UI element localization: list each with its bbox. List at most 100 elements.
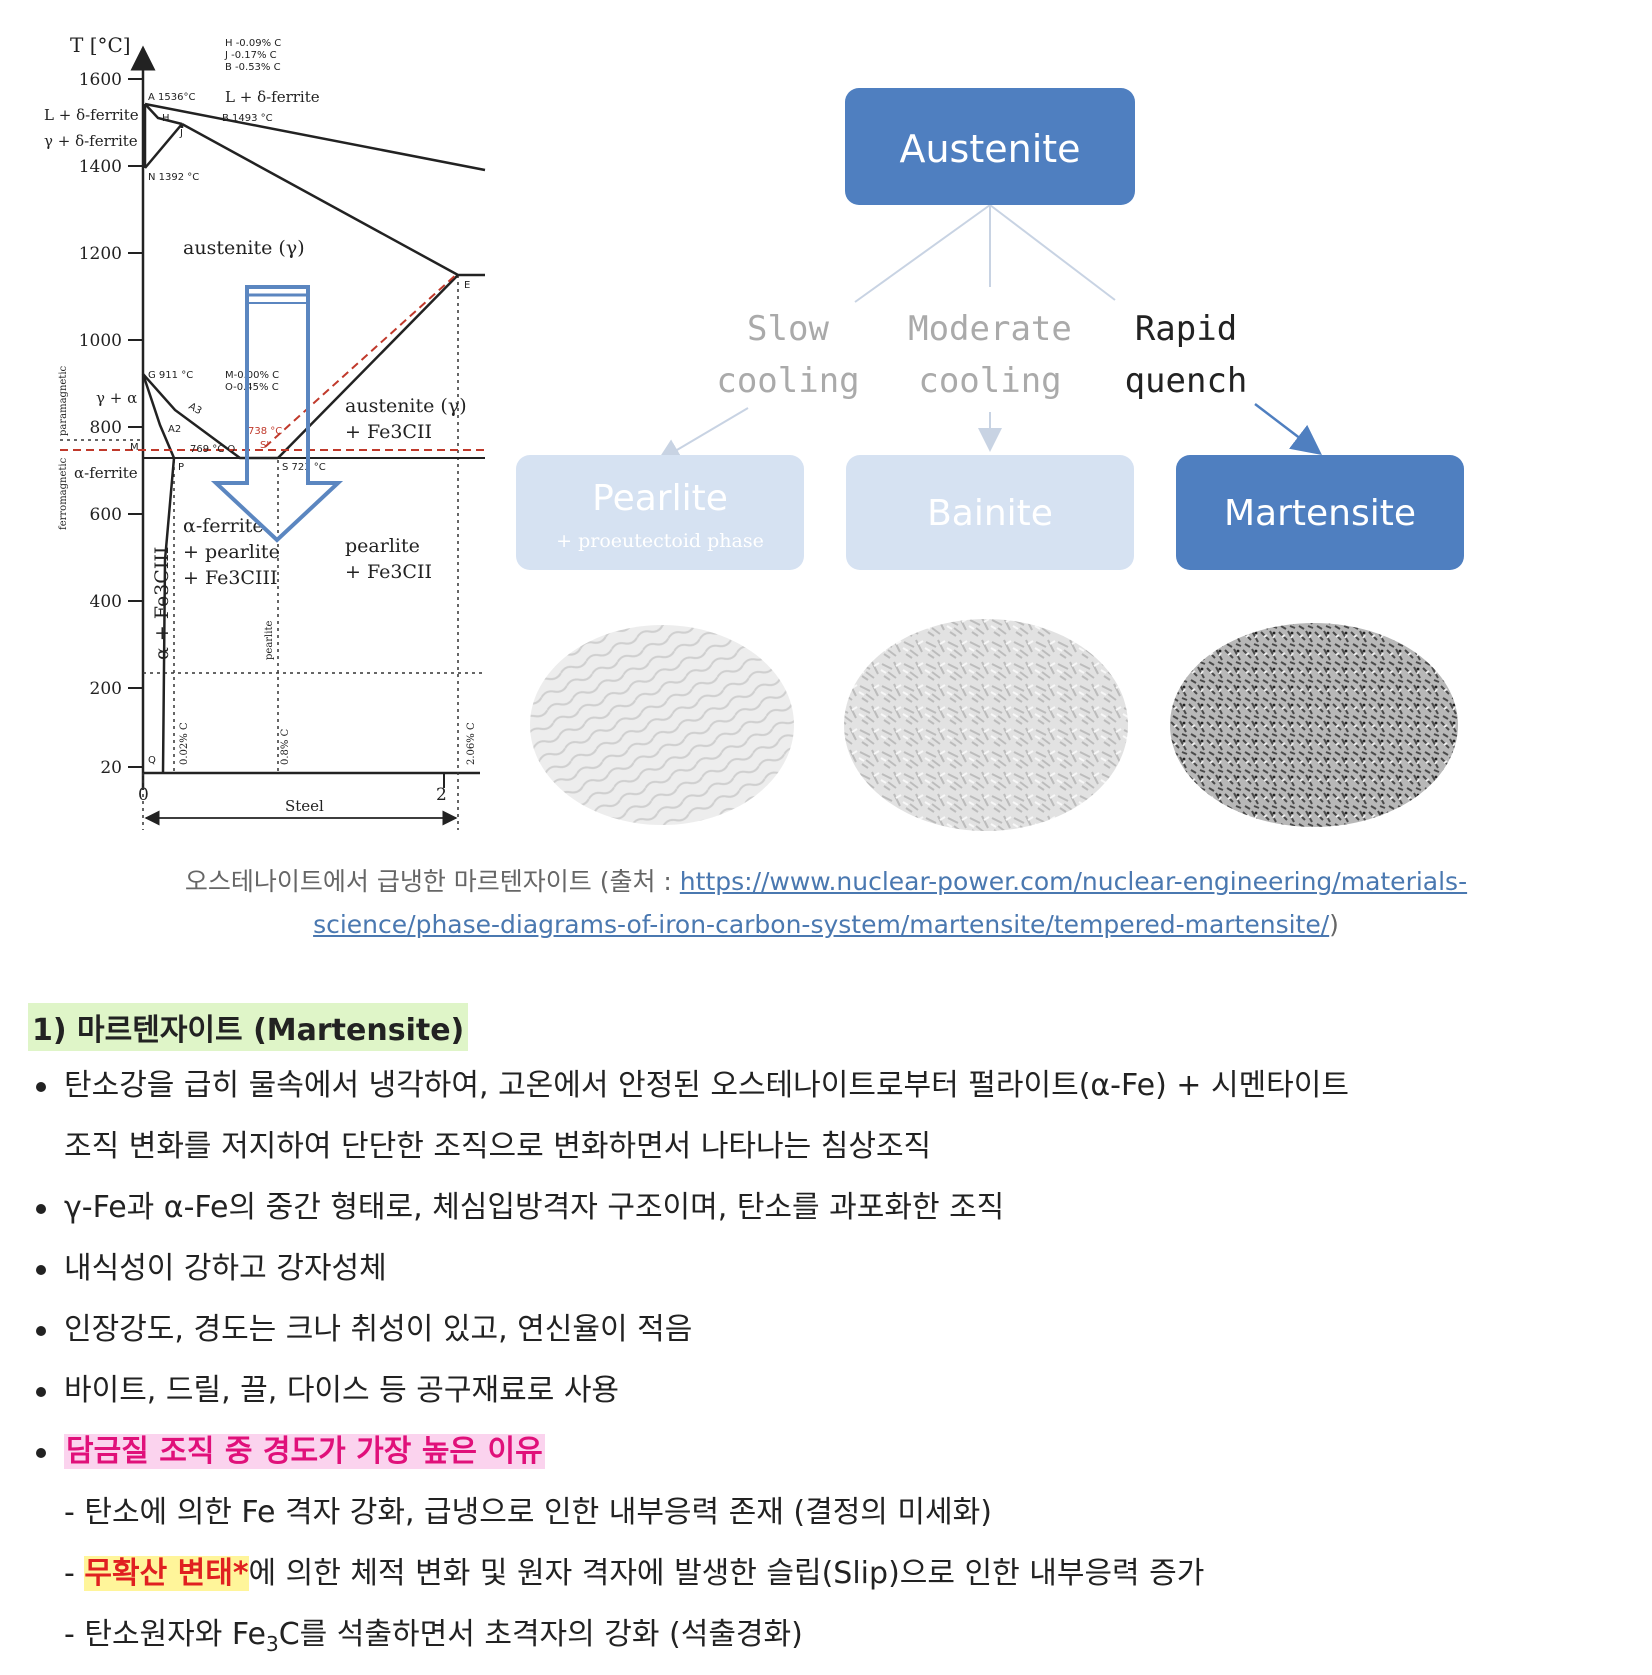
bullet-3: 내식성이 강하고 강자성체	[64, 1251, 387, 1286]
comp-label-002: 0.02% C	[179, 722, 190, 765]
martensite-box-label: Martensite	[1224, 493, 1416, 534]
region-gamma-alpha: γ + α	[96, 389, 137, 407]
bullet-2: γ-Fe과 α-Fe의 중간 형태로, 체심입방격자 구조이며, 탄소를 과포화…	[64, 1190, 1005, 1225]
sub-item-2-highlight: 무확산 변태*	[84, 1556, 249, 1591]
y-tick-800: 800	[90, 418, 122, 438]
y-tick-1000: 1000	[79, 331, 122, 351]
bullet-4: 인장강도, 경도는 크나 취성이 있고, 연신율이 적음	[64, 1312, 693, 1347]
t769-label: 769 °C O	[190, 444, 235, 455]
region-austenite-fe3c: austenite (γ)	[345, 395, 467, 417]
rapid-quench-label-2: quench	[1125, 361, 1248, 401]
austenite-box	[845, 88, 1135, 205]
region-ferrite-pearlite-1: α-ferrite	[183, 515, 264, 537]
hjb-line-1: H -0.09% C	[225, 38, 281, 49]
bullet-dot	[36, 1265, 46, 1275]
comp-label-206: 2.06% C	[466, 722, 477, 765]
figure-area: T [°C] 1600 1400 1200 1000 800 600 400 2…	[44, 33, 1464, 831]
hjb-line-2: J -0.17% C	[224, 50, 277, 61]
slow-cooling-label-1: Slow	[747, 309, 829, 349]
sub-item-3-subscript: 3	[265, 1632, 279, 1656]
y-axis-title: T [°C]	[70, 33, 131, 57]
sub-item-2: - 무확산 변태*에 의한 체적 변화 및 원자 격자에 발생한 슬립(Slip…	[64, 1543, 1620, 1604]
region-ferrite-pearlite-3: + Fe3CIII	[183, 567, 278, 589]
sub-item-3-b: C를 석출하면서 초격자의 강화 (석출경화)	[278, 1617, 803, 1652]
point-q-label: Q	[148, 755, 156, 766]
point-a-label: A 1536°C	[148, 92, 195, 103]
point-p-label: P	[178, 462, 184, 473]
y-tick-labels: 1600 1400 1200 1000 800 600 400 200 20	[79, 70, 122, 778]
region-gamma-delta: γ + δ-ferrite	[44, 132, 138, 150]
source-link[interactable]: https://www.nuclear-power.com/nuclear-en…	[679, 867, 1468, 896]
sub-item-3: - 탄소원자와 Fe3C를 석출하면서 초격자의 강화 (석출경화)	[64, 1604, 1620, 1675]
source-link-cont[interactable]: science/phase-diagrams-of-iron-carbon-sy…	[313, 910, 1330, 939]
region-l-delta-right: L + δ-ferrite	[225, 88, 320, 106]
bainite-box	[846, 455, 1134, 570]
y-tick-1200: 1200	[79, 244, 122, 264]
slow-cooling-label-2: cooling	[716, 361, 859, 401]
bullet-list: 탄소강을 급히 물속에서 냉각하여, 고온에서 안정된 오스테나이트로부터 펄라…	[30, 1055, 1620, 1675]
sub-item-3-a: - 탄소원자와 Fe	[64, 1617, 266, 1652]
bullet-dot	[36, 1204, 46, 1214]
bullet-dot	[36, 1082, 46, 1092]
y-tick-20: 20	[100, 758, 122, 778]
cooling-flow-diagram: Austenite Slow cooling Moderate cooling …	[516, 88, 1464, 831]
figure-caption: 오스테나이트에서 급냉한 마르텐자이트 (출처 : https://www.nu…	[0, 860, 1652, 946]
region-alpha-fe3c: α + Fe3CIII	[151, 547, 173, 660]
region-alpha-ferrite-left: α-ferrite	[74, 464, 138, 482]
caption-close: )	[1329, 910, 1339, 939]
x-axis-label: Steel	[285, 797, 324, 815]
bullet-dot	[36, 1387, 46, 1397]
list-item: 담금질 조직 중 경도가 가장 높은 이유 - 탄소에 의한 Fe 격자 강화,…	[30, 1421, 1620, 1675]
bainite-micrograph	[844, 619, 1128, 831]
y-tick-1600: 1600	[79, 70, 122, 90]
region-austenite-fe3c-2: + Fe3CII	[345, 421, 432, 443]
hjb-line-3: B -0.53% C	[225, 62, 281, 73]
pearlite-box-label: Pearlite	[592, 478, 728, 519]
section-heading: 1) 마르텐자이트 (Martensite)	[28, 1003, 469, 1051]
point-n-label: N 1392 °C	[148, 172, 199, 183]
region-pearlite-fe3c-2: + Fe3CII	[345, 561, 432, 583]
bullet-1-line-2: 조직 변화를 저지하여 단단한 조직으로 변화하면서 나타나는 침상조직	[64, 1129, 932, 1164]
x-tick-2: 2	[436, 785, 447, 805]
bullet-dot	[36, 1326, 46, 1336]
t738-label: 738 °C	[248, 426, 282, 437]
y-tick-1400: 1400	[79, 157, 122, 177]
pearlite-vertical-label: pearlite	[264, 621, 275, 660]
bullet-dot	[36, 1448, 46, 1458]
point-h-label: H	[162, 113, 170, 124]
pearlite-box	[516, 455, 804, 570]
rapid-quench-label-1: Rapid	[1135, 309, 1237, 349]
moderate-cooling-label-1: Moderate	[908, 309, 1072, 349]
point-o-comp: O-0.45% C	[225, 382, 279, 393]
martensite-box	[1176, 455, 1464, 570]
y-tick-200: 200	[90, 679, 122, 699]
sub-item-2-rest: 에 의한 체적 변화 및 원자 격자에 발생한 슬립(Slip)으로 인한 내부…	[248, 1556, 1205, 1591]
point-s-label: S 723 °C	[282, 462, 326, 473]
region-austenite: austenite (γ)	[183, 237, 305, 259]
list-item: 인장강도, 경도는 크나 취성이 있고, 연신율이 적음	[30, 1299, 1620, 1360]
bullet-5: 바이트, 드릴, 끌, 다이스 등 공구재료로 사용	[64, 1373, 620, 1408]
a2-label: A2	[168, 424, 181, 435]
iron-carbon-phase-diagram: T [°C] 1600 1400 1200 1000 800 600 400 2…	[44, 33, 486, 830]
martensite-micrograph	[1170, 623, 1458, 827]
y-tick-400: 400	[90, 592, 122, 612]
a3-label: A3	[187, 401, 204, 417]
y-tick-600: 600	[90, 505, 122, 525]
region-l-delta-left: L + δ-ferrite	[44, 106, 139, 124]
point-j-label: J	[179, 128, 183, 139]
point-g-label: G 911 °C	[148, 370, 193, 381]
region-ferrite-pearlite-2: + pearlite	[183, 541, 280, 563]
sub-item-1: - 탄소에 의한 Fe 격자 강화, 급냉으로 인한 내부응력 존재 (결정의 …	[64, 1495, 992, 1530]
austenite-box-label: Austenite	[899, 127, 1080, 171]
sub-item-2-prefix: -	[64, 1556, 85, 1591]
point-e-label: E	[464, 280, 470, 291]
bainite-box-label: Bainite	[927, 493, 1053, 534]
list-item: γ-Fe과 α-Fe의 중간 형태로, 체심입방격자 구조이며, 탄소를 과포화…	[30, 1177, 1620, 1238]
caption-text: 오스테나이트에서 급냉한 마르텐자이트 (출처 :	[184, 867, 680, 896]
ferromagnetic-label: ferromagnetic	[58, 457, 69, 530]
paramagnetic-label: paramagnetic	[58, 365, 69, 436]
bullet-6-highlight: 담금질 조직 중 경도가 가장 높은 이유	[64, 1434, 545, 1469]
point-m-comp: M-0.00% C	[225, 370, 279, 381]
region-pearlite-fe3c-1: pearlite	[345, 535, 420, 557]
comp-label-08: 0.8% C	[280, 728, 291, 765]
